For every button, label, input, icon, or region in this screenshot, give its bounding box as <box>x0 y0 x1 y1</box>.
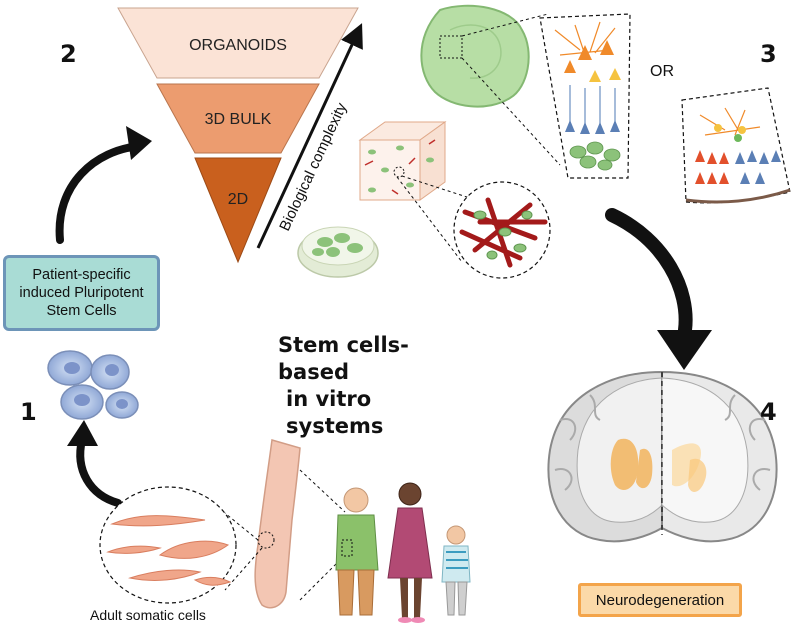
step-number-2: 2 <box>60 40 77 68</box>
diagram-title-line-2: in vitro systems <box>286 387 384 438</box>
curved-arrow-icon <box>67 420 122 507</box>
ipsc-line-2: induced Pluripotent <box>19 285 144 301</box>
person-icon <box>335 487 379 616</box>
person-icon <box>387 482 433 623</box>
step-number-4: 4 <box>760 398 777 426</box>
pyramid-label-3d-bulk: 3D BULK <box>205 111 272 128</box>
brain-icon <box>547 370 778 543</box>
3d-bulk-cube <box>358 121 471 263</box>
person-icon <box>441 525 471 616</box>
cortical-column <box>539 13 631 179</box>
fibroblast-icon <box>99 486 237 604</box>
pyramid-label-2d: 2D <box>228 191 248 208</box>
organoid-icon <box>420 4 561 166</box>
curved-arrow-icon <box>605 208 712 370</box>
diagram-title-line-1: Stem cells-based <box>278 333 409 384</box>
pyramid-label-organoids: ORGANOIDS <box>189 37 287 54</box>
or-label: OR <box>650 63 674 80</box>
complexity-arrow <box>256 23 363 249</box>
ipsc-line-3: Stem Cells <box>46 303 117 319</box>
scaffold-zoom <box>453 181 551 279</box>
cortical-section <box>681 87 791 204</box>
pyramid-level-3d-bulk <box>156 83 320 154</box>
neurodegeneration-label: Neurodegeneration <box>595 591 725 609</box>
pyramid-level-organoids <box>117 7 359 79</box>
ipsc-box: Patient-specific induced Pluripotent Ste… <box>3 255 160 331</box>
pyramid-level-2d <box>194 157 282 264</box>
stem-cell-icon <box>47 350 139 420</box>
complexity-pyramid: ORGANOIDS 3D BULK 2D Biological complexi… <box>117 7 363 264</box>
ipsc-line-1: Patient-specific <box>32 267 131 283</box>
step-number-1: 1 <box>20 398 37 426</box>
petri-dish-icon <box>297 226 379 278</box>
diagram-title: Stem cells-based in vitro systems <box>278 332 468 440</box>
adult-somatic-cells-label: Adult somatic cells <box>90 607 206 623</box>
curved-arrow-icon <box>55 126 152 244</box>
step-number-3: 3 <box>760 40 777 68</box>
neurodegeneration-box: Neurodegeneration <box>578 583 742 617</box>
arm-icon <box>214 439 346 609</box>
